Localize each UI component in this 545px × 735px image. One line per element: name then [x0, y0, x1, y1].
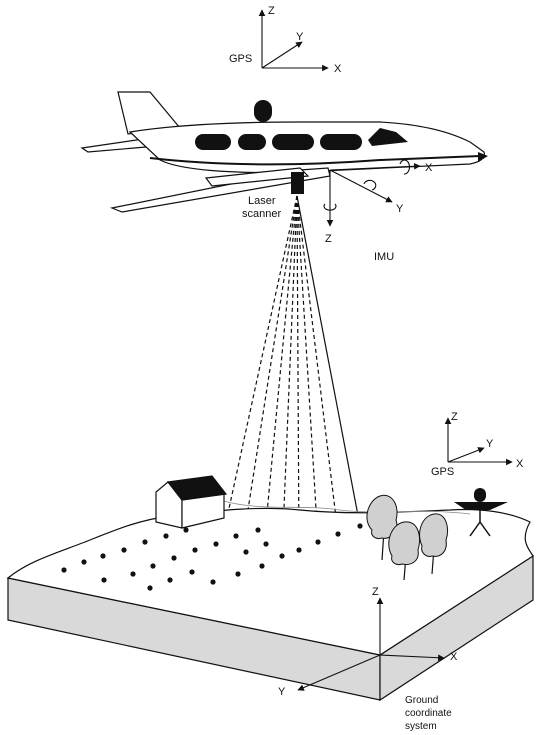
footprint-dot — [213, 541, 219, 547]
laser-scanner-label-line1: Laser — [248, 195, 276, 207]
imu-yaw-arrow — [323, 203, 337, 211]
imu-y-label: Y — [396, 203, 404, 215]
footprint-dot — [233, 533, 239, 539]
footprint-dot — [100, 553, 106, 559]
footprint-dot — [263, 541, 269, 547]
imu-pitch-arrow — [363, 179, 377, 191]
ground-cs-label-line2: coordinate — [405, 708, 452, 719]
laser-footprints — [61, 523, 363, 591]
footprint-dot — [101, 577, 107, 583]
footprint-dot — [171, 555, 177, 561]
gps-top-z-label: Z — [268, 5, 275, 17]
footprint-dot — [235, 571, 241, 577]
laser-scanner-unit — [291, 172, 304, 194]
airplane-stripe — [149, 155, 481, 166]
footprint-dot — [163, 533, 169, 539]
ground-cs-axes: Z X Y Ground coordinate system — [278, 586, 458, 732]
ground-cs-z-label: Z — [372, 586, 379, 598]
footprint-dot — [130, 571, 136, 577]
footprint-dot — [259, 563, 265, 569]
imu-axes: X Y Z IMU — [323, 159, 433, 263]
footprint-dot — [183, 527, 189, 533]
airplane-cockpit-window — [368, 128, 408, 146]
airplane-window — [195, 134, 231, 150]
footprint-dot — [296, 547, 302, 553]
imu-x-label: X — [425, 162, 433, 174]
imu-roll-arrow — [399, 159, 411, 175]
laser-scanner-label-line2: scanner — [242, 208, 281, 220]
trees — [366, 494, 448, 581]
gps-ground-y-label: Y — [486, 438, 494, 450]
footprint-dot — [150, 563, 156, 569]
gps-top-label: GPS — [229, 53, 252, 65]
footprint-dot — [210, 579, 216, 585]
ground-block — [6, 499, 534, 702]
airplane — [80, 91, 488, 213]
footprint-dot — [255, 527, 261, 533]
footprint-dot — [81, 559, 87, 565]
ground-cs-label-line1: Ground — [405, 695, 438, 706]
footprint-dot — [315, 539, 321, 545]
airplane-nose — [478, 152, 488, 162]
airplane-window — [272, 134, 314, 150]
airplane-engine — [204, 167, 310, 187]
footprint-dot — [357, 523, 363, 529]
footprint-dot — [192, 547, 198, 553]
footprint-dot — [189, 569, 195, 575]
airplane-gps-antenna — [254, 100, 272, 122]
imu-z-label: Z — [325, 233, 332, 245]
footprint-dot — [142, 539, 148, 545]
ground-cs-x-label: X — [450, 651, 458, 663]
footprint-dot — [279, 553, 285, 559]
gps-ground-label: GPS — [431, 466, 454, 478]
ground-cs-label-line3: system — [405, 721, 437, 732]
footprint-dot — [335, 531, 341, 537]
gps-top-y-label: Y — [296, 31, 304, 43]
airplane-window — [320, 134, 362, 150]
gps-ground-x-label: X — [516, 458, 524, 470]
footprint-dot — [121, 547, 127, 553]
footprint-dot — [167, 577, 173, 583]
imu-label: IMU — [374, 251, 394, 263]
footprint-dot — [243, 549, 249, 555]
footprint-dot — [147, 585, 153, 591]
ground-cs-y-label: Y — [278, 686, 286, 698]
footprint-dot — [61, 567, 67, 573]
gps-ground-axes: Z X Y GPS — [431, 411, 524, 478]
terrain-contour — [219, 499, 471, 515]
gps-ground-z-label: Z — [451, 411, 458, 423]
gps-top-axes: Z X Y GPS — [229, 5, 342, 75]
ground-gps-station — [454, 488, 508, 537]
house — [155, 475, 228, 529]
airplane-window — [238, 134, 266, 150]
gps-top-x-label: X — [334, 63, 342, 75]
